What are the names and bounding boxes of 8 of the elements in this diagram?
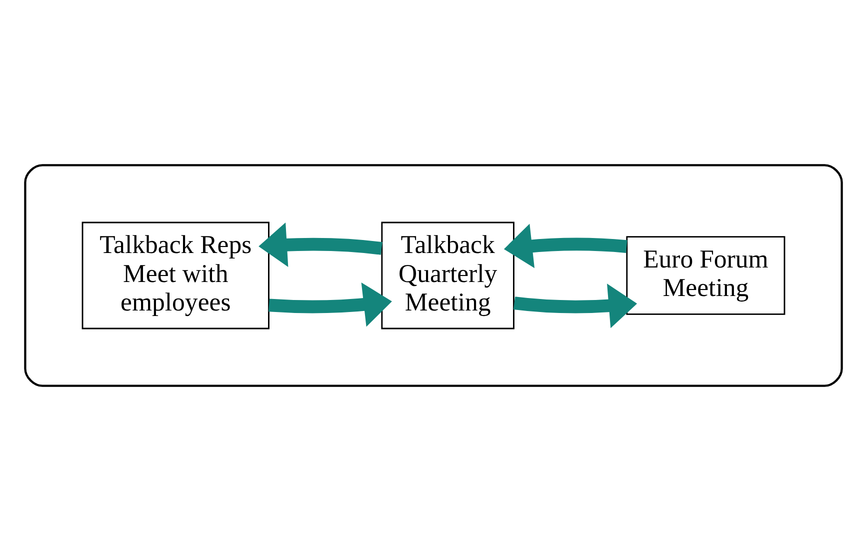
arrow bbox=[514, 284, 638, 328]
arrow bbox=[268, 282, 392, 327]
node-box: Talkback Quarterly Meeting bbox=[381, 222, 514, 330]
node-box: Talkback Reps Meet with employees bbox=[82, 222, 270, 330]
arrow bbox=[504, 224, 628, 268]
arrow bbox=[258, 222, 382, 267]
cluster bbox=[24, 164, 843, 387]
node-box: Euro Forum Meeting bbox=[626, 236, 786, 315]
